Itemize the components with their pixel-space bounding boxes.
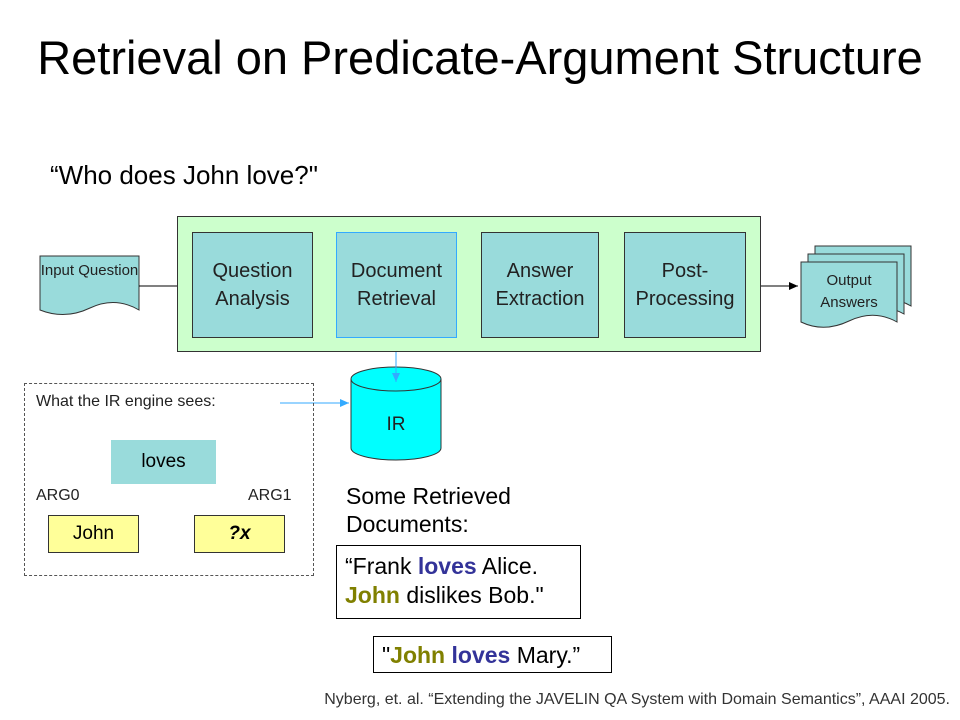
predicate-box: loves [111, 440, 216, 484]
retrieved-doc-2: "John loves Mary.” [373, 636, 612, 673]
slide-title: Retrieval on Predicate-Argument Structur… [37, 31, 923, 84]
example-question: “Who does John love?" [50, 160, 318, 190]
stage-question-analysis: Question Analysis [192, 232, 313, 338]
retrieved-heading: Some Retrieved Documents: [346, 483, 511, 537]
stage-answer-extraction: Answer Extraction [481, 232, 599, 338]
predicate-highlight: loves [451, 642, 511, 668]
stage-document-retrieval: Document Retrieval [336, 232, 457, 338]
retrieved-doc-1: “Frank loves Alice. John dislikes Bob." [336, 545, 581, 619]
stage-label: Question Analysis [212, 260, 293, 310]
doc-1-text: dislikes Bob." [399, 582, 544, 608]
output-answers-label: Output Answers [820, 272, 878, 311]
doc-1-text: Alice. [476, 553, 539, 579]
doc-2-text: Mary.” [510, 642, 581, 668]
ir-label: IR [386, 414, 406, 435]
predicate-highlight: loves [417, 553, 477, 579]
argument-highlight: John [345, 582, 400, 608]
ir-view-panel [24, 383, 314, 576]
arg1-box: ?x [194, 515, 285, 553]
stage-label: Post-Processing [635, 260, 735, 310]
doc-1-text: “Frank [345, 553, 418, 579]
citation: Nyberg, et. al. “Extending the JAVELIN Q… [324, 691, 950, 708]
doc-1-line-2: John dislikes Bob." [345, 581, 580, 610]
input-question-label: Input Question [40, 262, 139, 279]
stage-label: Answer Extraction [495, 260, 585, 310]
arg0-label: ARG0 [36, 487, 80, 504]
input-document-shape [39, 255, 140, 315]
stage-post-processing: Post-Processing [624, 232, 746, 338]
stage-label: Document Retrieval [350, 260, 443, 310]
arg1-label: ARG1 [248, 487, 292, 504]
doc-1-line-1: “Frank loves Alice. [345, 552, 580, 581]
ir-view-heading: What the IR engine sees: [36, 393, 216, 410]
ir-cylinder [350, 379, 442, 461]
output-document-shape-front [800, 261, 898, 328]
doc-2-text: " [382, 642, 391, 668]
arg0-box: John [48, 515, 139, 553]
argument-highlight: John [390, 642, 446, 668]
